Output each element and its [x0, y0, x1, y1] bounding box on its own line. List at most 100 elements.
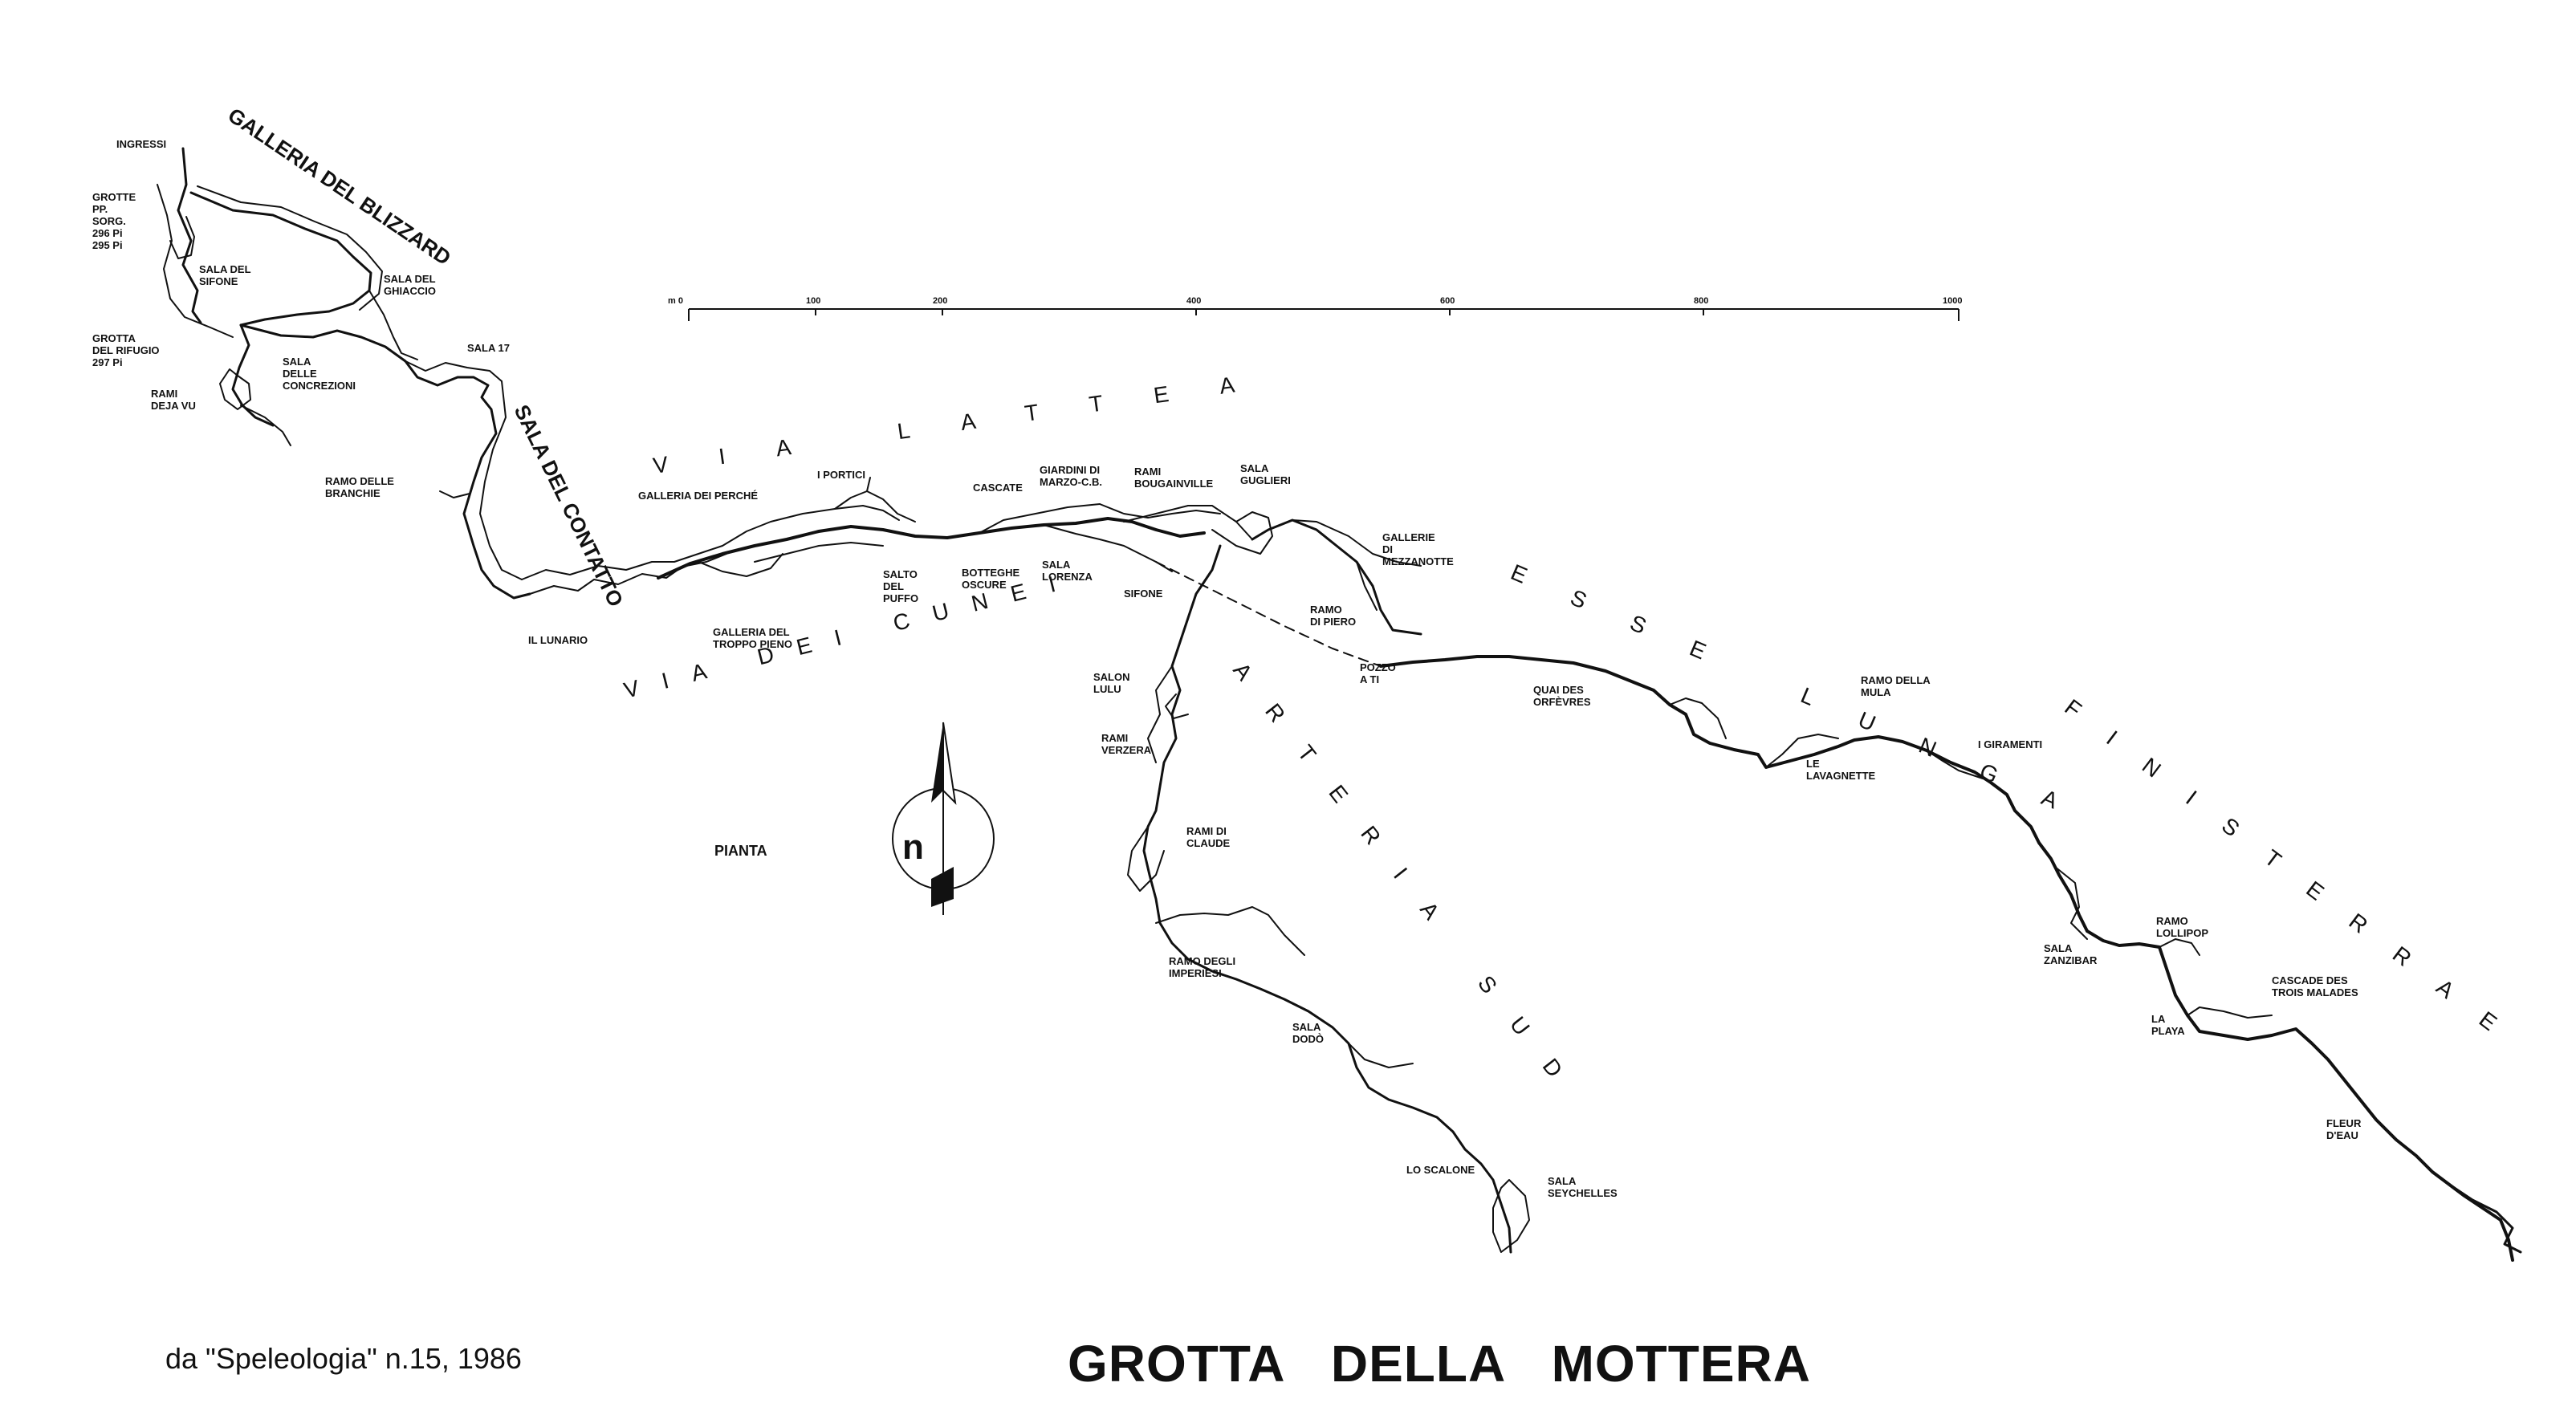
passage-contatto [462, 408, 531, 600]
label-esse-lunga: ESSE LUNGA [1508, 559, 2108, 833]
place-label-line: SALA DEL [384, 273, 436, 285]
passage-guglieri-loop [1251, 518, 1422, 636]
place-label-line: GROTTA [92, 332, 136, 344]
passage-deja-vu [219, 368, 251, 410]
place-label-line: SALON [1093, 671, 1130, 683]
place-label-line: RAMO [1310, 604, 1342, 616]
place-label-line: CLAUDE [1186, 837, 1230, 849]
place-label-line: SALA [1042, 559, 1071, 571]
scale-bar: m 0 100 200 400 600 800 1000 [668, 296, 1962, 321]
passage-dodo [1348, 1043, 1414, 1068]
place-label-line: SALTO [883, 568, 918, 580]
passage-perche [722, 505, 900, 547]
place-label-line: DI PIERO [1310, 616, 1356, 628]
place-label-ingressi: INGRESSI [116, 138, 166, 150]
place-label-line: I GIRAMENTI [1978, 738, 2042, 750]
cave-passages [157, 147, 2522, 1262]
passage-troppo-pieno [698, 553, 783, 577]
scale-tick-800: 800 [1694, 296, 1708, 306]
label-via-lattea: VIA LATTEA [652, 365, 1288, 478]
passage-esse-lunga-b [1669, 697, 1727, 739]
scale-tick-200: 200 [933, 296, 947, 306]
place-label-line: DI [1382, 543, 1393, 555]
passage-dashed-link [1155, 561, 1382, 667]
passage-lunario [529, 553, 727, 595]
place-label-galleria-perche: GALLERIA DEI PERCHÉ [638, 490, 758, 502]
passage-lavagnette [1765, 734, 1839, 768]
place-label-line: ORFÈVRES [1533, 696, 1591, 708]
place-label-line: RAMI DI [1186, 825, 1227, 837]
source-caption: da "Speleologia" n.15, 1986 [165, 1342, 522, 1375]
passage-claude [1127, 826, 1165, 892]
scale-tick-400: 400 [1186, 296, 1201, 306]
place-label-line: PLAYA [2151, 1025, 2185, 1037]
view-label: PIANTA [714, 843, 767, 859]
place-label-line: RAMI [1134, 466, 1161, 478]
passage-piero [1356, 561, 1378, 611]
place-label-i-giramenti: I GIRAMENTI [1978, 738, 2042, 750]
place-label-line: TROPPO PIENO [713, 638, 792, 650]
passage-blizzard-outer [197, 185, 383, 311]
place-label-line: IMPERIESI [1169, 967, 1222, 979]
place-label-line: DODÒ [1292, 1033, 1324, 1045]
place-label-line: POZZO [1360, 661, 1396, 673]
place-label-cascate: CASCATE [973, 482, 1023, 494]
place-label-line: LULU [1093, 683, 1121, 695]
place-label-line: DEL RIFUGIO [92, 344, 160, 356]
place-label-line: SIFONE [1124, 588, 1163, 600]
place-label-line: D'EAU [2326, 1129, 2358, 1141]
passage-cascate [979, 503, 1101, 534]
place-label-line: LO SCALONE [1406, 1164, 1475, 1176]
place-label-line: RAMO [2156, 915, 2188, 927]
passage-seychelles [1492, 1179, 1530, 1253]
scale-unit-label: m 0 [668, 296, 683, 306]
map-title: GROTTA DELLA MOTTERA [1068, 1335, 1811, 1393]
place-label-line: QUAI DES [1533, 684, 1584, 696]
place-label-sifone: SIFONE [1124, 588, 1163, 600]
place-label-line: SALA [1292, 1021, 1321, 1033]
scale-tick-100: 100 [806, 296, 820, 306]
place-label-line: RAMI [1101, 732, 1128, 744]
passage-lunario-b [521, 545, 723, 580]
passage-concrezioni [231, 323, 275, 427]
passage-mezzanotte [1292, 519, 1422, 567]
passage-bougainville [1123, 505, 1253, 540]
passage-ingressi [177, 147, 202, 324]
place-label-line: SALA DEL [199, 263, 251, 275]
place-label-line: CASCADE DES [2272, 974, 2348, 986]
place-label-line: ZANZIBAR [2044, 954, 2098, 966]
label-galleria-blizzard: GALLERIA DEL BLIZZARD [224, 103, 456, 270]
passage-blizzard [189, 191, 372, 327]
label-arteria-sud: ARTERIA SUD [1228, 658, 1590, 1112]
passage-portici-b [866, 477, 871, 492]
place-label-line: INGRESSI [116, 138, 166, 150]
place-label-line: I PORTICI [817, 469, 865, 481]
place-label-line: LOLLIPOP [2156, 927, 2208, 939]
place-label-il-lunario: IL LUNARIO [528, 634, 588, 646]
place-label-line: BOTTEGHE [962, 567, 1020, 579]
place-label-line: 297 Pi [92, 356, 123, 368]
place-label-line: IL LUNARIO [528, 634, 588, 646]
place-label-line: RAMI [151, 388, 177, 400]
north-symbol: n [902, 828, 924, 867]
place-label-line: PUFFO [883, 592, 918, 604]
passage-ghiaccio [368, 290, 418, 360]
